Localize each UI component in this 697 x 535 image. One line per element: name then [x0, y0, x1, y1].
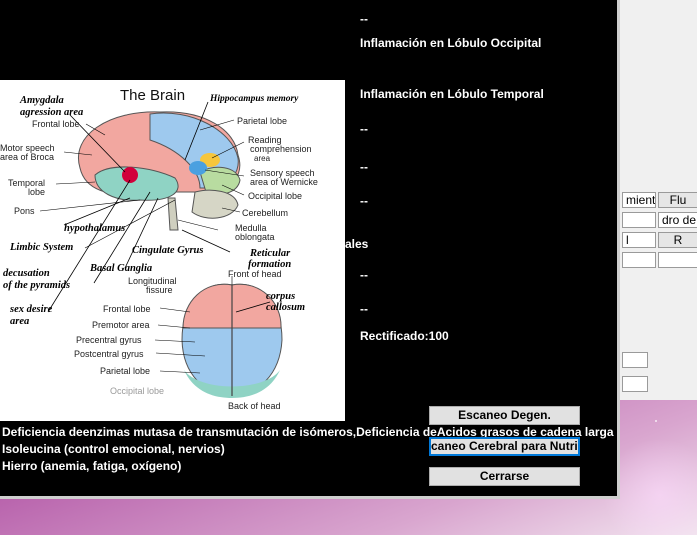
rectified-label: Rectificado:100 — [360, 329, 449, 343]
brain-title: The Brain — [120, 87, 185, 104]
bg-field[interactable] — [622, 352, 648, 368]
label-frontal-lobe-top: Frontal lobe — [103, 304, 151, 314]
brain-diagram-image: The Brain Frontal lobe Motor speech area… — [0, 80, 345, 421]
info-label-temporal: Inflamación en Lóbulo Temporal — [360, 87, 544, 101]
label-parietal-lobe: Parietal lobe — [237, 116, 287, 126]
iron-text: Hierro (anemia, fatiga, oxígeno) — [2, 459, 182, 473]
bg-field[interactable] — [622, 252, 656, 268]
hw-limbic-system: Limbic System — [9, 242, 73, 253]
bg-button[interactable]: R — [658, 232, 697, 248]
hw-formation: formation — [248, 259, 291, 270]
isoleucine-text: Isoleucina (control emocional, nervios) — [2, 442, 225, 456]
deficiency-text: Deficiencia deenzimas mutasa de transmut… — [2, 425, 614, 439]
main-window: The Brain Frontal lobe Motor speech area… — [0, 0, 620, 499]
info-label: -- — [360, 302, 368, 316]
bg-field[interactable] — [658, 252, 697, 268]
label-front-of-head: Front of head — [228, 269, 282, 279]
label-occipital-lobe-top: Occipital lobe — [110, 386, 164, 396]
label-wernicke: area of Wernicke — [250, 177, 318, 187]
label-back-of-head: Back of head — [228, 401, 281, 411]
label-sensory-speech: Sensory speech — [250, 168, 315, 178]
label-area-broca: area of Broca — [0, 152, 54, 162]
truncated-label: ales — [345, 237, 369, 251]
scan-degen-button[interactable]: Escaneo Degen. — [429, 406, 580, 425]
bg-field[interactable]: dro de — [658, 212, 697, 228]
hw-decusation: decusation — [3, 268, 50, 279]
label-oblongata: oblongata — [235, 232, 275, 242]
label-area: area — [254, 154, 271, 163]
info-label: -- — [360, 12, 368, 26]
hw-agression-area: agression area — [20, 107, 83, 118]
label-pons: Pons — [14, 206, 35, 216]
label-comprehension: comprehension — [250, 144, 312, 154]
label-longitudinal: Longitudinal — [128, 276, 177, 286]
info-label: -- — [360, 268, 368, 282]
hw-hippocampus: Hippocampus memory — [209, 94, 299, 104]
hw-cingulate-gyrus: Cingulate Gyrus — [132, 245, 203, 256]
hw-reticular: Reticular — [249, 248, 291, 259]
info-label: -- — [360, 194, 368, 208]
label-motor-speech: Motor speech — [0, 143, 55, 153]
hw-hypothalamus: hypothalamus — [64, 223, 125, 234]
hw-amygdala: Amygdala — [19, 95, 64, 106]
bg-field[interactable] — [622, 376, 648, 392]
info-label-occipital: Inflamación en Lóbulo Occipital — [360, 36, 542, 50]
hw-pyramids: of the pyramids — [3, 280, 70, 291]
close-button[interactable]: Cerrarse — [429, 467, 580, 486]
label-precentral-gyrus: Precentral gyrus — [76, 335, 142, 345]
label-temporal: Temporal — [8, 178, 45, 188]
label-lobe: lobe — [28, 187, 45, 197]
label-premotor-area: Premotor area — [92, 320, 150, 330]
hw-basal-ganglia: Basal Ganglia — [89, 263, 152, 274]
label-fissure: fissure — [146, 285, 173, 295]
label-medulla: Medulla — [235, 223, 267, 233]
hw-area: area — [10, 316, 29, 327]
bg-field[interactable]: mient — [622, 192, 656, 208]
desktop-sparkle — [655, 420, 657, 422]
bg-field[interactable]: l — [622, 232, 656, 248]
hw-callosum: callosum — [266, 302, 305, 313]
info-label: -- — [360, 160, 368, 174]
label-reading: Reading — [248, 135, 282, 145]
label-parietal-lobe-top: Parietal lobe — [100, 366, 150, 376]
info-label: -- — [360, 122, 368, 136]
label-frontal-lobe: Frontal lobe — [32, 119, 80, 129]
bg-button[interactable]: Flu — [658, 192, 697, 208]
hw-corpus: corpus — [266, 291, 295, 302]
label-postcentral-gyrus: Postcentral gyrus — [74, 349, 144, 359]
brain-nutrition-scan-button[interactable]: caneo Cerebral para Nutric — [429, 437, 580, 456]
hw-sex-desire: sex desire — [9, 304, 53, 315]
label-occipital-lobe: Occipital lobe — [248, 191, 302, 201]
label-cerebellum: Cerebellum — [242, 208, 288, 218]
bg-field[interactable] — [622, 212, 656, 228]
